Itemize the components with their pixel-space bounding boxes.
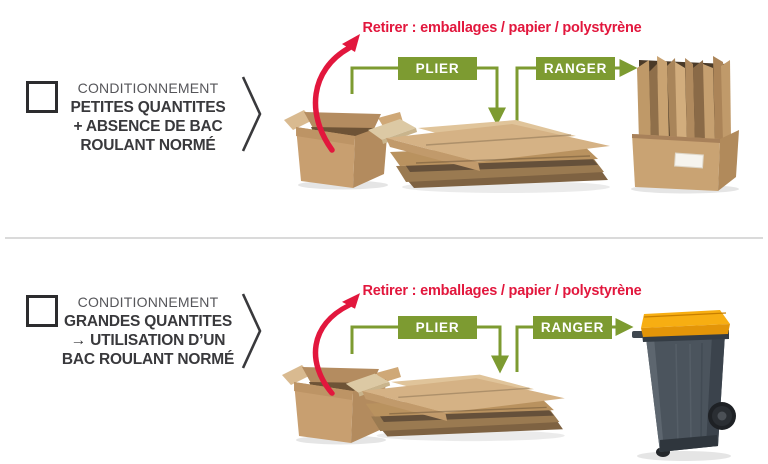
chevron-right-icon [241,293,262,369]
store-step-badge: RANGER [536,57,615,80]
condition-label: CONDITIONNEMENT PETITES QUANTITES + ABSE… [52,79,244,155]
remove-instruction-label: Retirer : emballages / papier / polystyr… [362,20,642,36]
fold-step-badge: PLIER [398,316,477,339]
condition-line: BAC ROULANT NORMÉ [61,351,235,368]
condition-line: GRANDES QUANTITES [64,313,232,330]
condition-line: ROULANT NORMÉ [80,137,216,154]
condition-checkbox[interactable] [26,81,58,113]
fold-step-badge: PLIER [398,57,477,80]
flow-row-small-quantities: CONDITIONNEMENT PETITES QUANTITES + ABSE… [26,20,739,194]
folded-cardboard-pile-image [345,373,565,442]
curved-remove-arrow-icon [312,34,360,153]
condition-label: CONDITIONNEMENT GRANDES QUANTITES → UTIL… [52,293,244,369]
curved-remove-arrow-icon [312,293,360,396]
chevron-right-icon [241,76,262,152]
condition-checkbox[interactable] [26,295,58,327]
condition-line: PETITES QUANTITES [70,99,226,116]
flow-row-large-quantities: CONDITIONNEMENT GRANDES QUANTITES → UTIL… [0,232,768,464]
wheelie-bin-image [632,310,736,461]
condition-line: CONDITIONNEMENT [77,80,219,96]
store-step-badge: RANGER [533,316,612,339]
remove-instruction-label: Retirer : emballages / papier / polystyr… [362,283,642,299]
row-divider [5,237,763,239]
open-cardboard-box-image [284,110,403,190]
condition-line: + ABSENCE DE BAC [73,118,223,135]
condition-line: → UTILISATION D’UN [70,332,226,349]
folded-cardboard-pile-image [368,119,610,193]
cardboard-storage-box-image [631,56,739,194]
condition-line: CONDITIONNEMENT [77,294,219,310]
